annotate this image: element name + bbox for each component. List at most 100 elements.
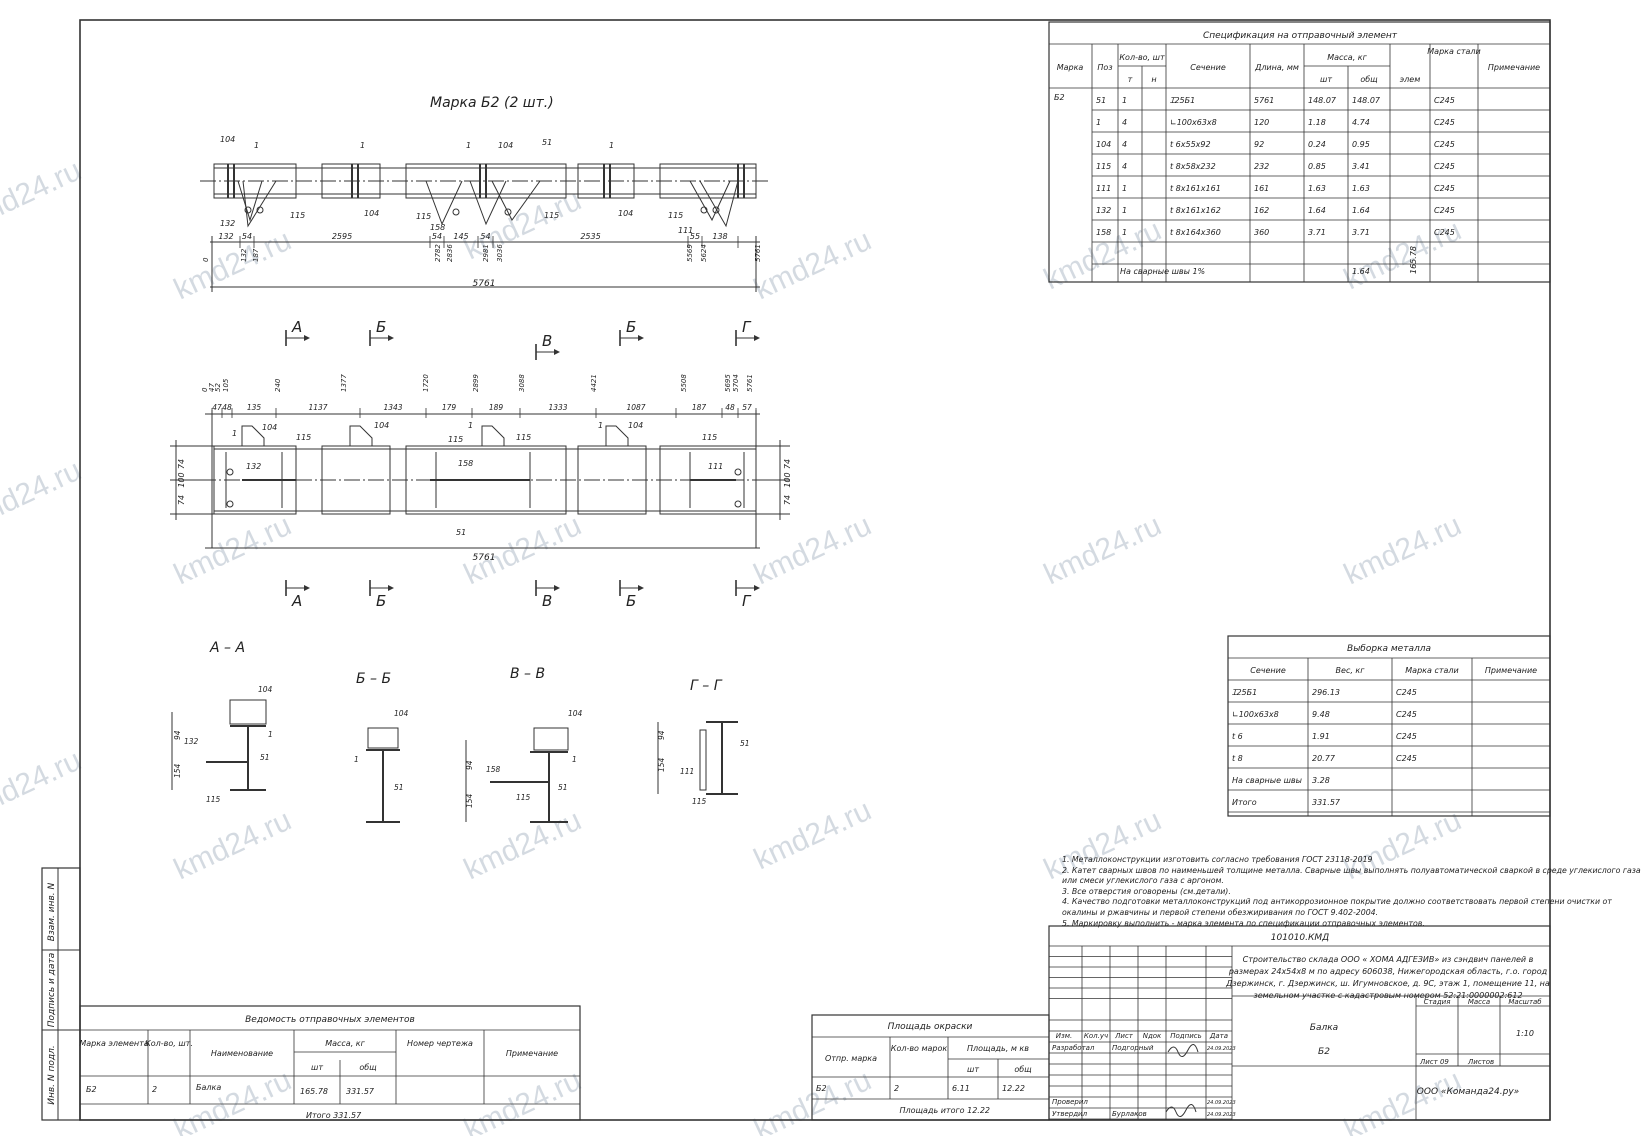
watermark-text: kmd24.ru	[749, 509, 876, 592]
svg-text:158: 158	[458, 459, 473, 468]
cut-label: Б	[376, 592, 386, 610]
metal-sech: ∟100х63х8	[1232, 710, 1279, 719]
metal-sech: Ɪ25Б1	[1232, 688, 1257, 697]
margin-inv: Инв. N подл.	[47, 1045, 57, 1104]
svg-text:104: 104	[394, 709, 409, 718]
svg-text:1: 1	[572, 755, 577, 764]
cut-label: Г	[742, 318, 752, 336]
metal-stal: С245	[1396, 732, 1417, 741]
dim-label: 179	[442, 403, 457, 412]
metal-ves: 3.28	[1312, 776, 1330, 785]
ordinate-label: 47	[208, 383, 216, 392]
ordinate-label: 5695	[724, 374, 732, 392]
svg-text:104: 104	[262, 423, 277, 432]
spec-weld-label: На сварные швы 1%	[1120, 267, 1205, 276]
svg-text:158: 158	[486, 765, 501, 774]
spec-sht: 1.63	[1308, 184, 1326, 193]
svg-text:51: 51	[558, 783, 568, 792]
signature-razrab	[1167, 1044, 1199, 1057]
svg-text:115: 115	[296, 433, 311, 442]
svg-text:111: 111	[680, 767, 694, 776]
svg-text:115: 115	[516, 433, 531, 442]
svg-text:115: 115	[668, 211, 683, 220]
spec-sht: 3.71	[1308, 228, 1326, 237]
note-line: или смеси углекислого газа с аргоном.	[1062, 876, 1224, 886]
stamp-name1: Балка	[1310, 1023, 1338, 1033]
dim-label: 54	[242, 232, 252, 241]
svg-text:115: 115	[544, 211, 559, 220]
cut-label: В	[542, 592, 552, 610]
metal-sech: На сварные швы	[1232, 776, 1302, 785]
cell-text: Кол.уч	[1084, 1032, 1108, 1040]
cell-text: Примечание	[1488, 63, 1540, 72]
cell-text: Изм.	[1056, 1032, 1072, 1040]
cell-text: Б2	[86, 1085, 97, 1094]
spec-obsh: 4.74	[1352, 118, 1370, 127]
svg-text:100: 100	[177, 472, 186, 487]
watermark-text: kmd24.ru	[1339, 214, 1466, 297]
ordinate-label: 5761	[746, 374, 754, 392]
watermark-text: kmd24.ru	[749, 224, 876, 307]
svg-text:74: 74	[783, 459, 792, 469]
watermark-text: kmd24.ru	[0, 454, 86, 537]
beam-plan	[170, 410, 790, 549]
cut-label: А	[291, 318, 302, 336]
cell-text: Марка стали	[1405, 666, 1458, 675]
svg-text:1: 1	[466, 141, 471, 150]
watermark-text: kmd24.ru	[459, 509, 586, 592]
watermark-text: kmd24.ru	[169, 1064, 296, 1136]
dim-label: 54	[432, 232, 442, 241]
cell-text: Длина, мм	[1254, 63, 1299, 72]
metal-sech: t 6	[1232, 732, 1243, 741]
dim-label: 48	[222, 403, 232, 412]
ordinate-label: 3036	[496, 244, 504, 262]
cell-text: общ	[359, 1063, 377, 1072]
note-line: 3. Все отверстия оговорены (см.детали).	[1062, 886, 1231, 896]
svg-text:1: 1	[609, 141, 614, 150]
signature-utverdil	[1165, 1104, 1197, 1117]
plan-total: 5761	[473, 553, 496, 563]
spec-sht: 1.64	[1308, 206, 1326, 215]
cell-text: Бурлаков	[1112, 1110, 1147, 1118]
dim-label: 54	[480, 232, 490, 241]
ordinate-label: 4421	[590, 374, 598, 392]
cell-text: Балка	[196, 1083, 221, 1092]
ordinate-label: 2836	[446, 244, 454, 262]
spec-sech: Ɪ25Б1	[1170, 96, 1195, 105]
vedomost-title: Ведомость отправочных элементов	[245, 1015, 415, 1025]
spec-sht: 0.24	[1308, 140, 1326, 149]
svg-text:1: 1	[598, 421, 603, 430]
cell-text: Дата	[1209, 1032, 1228, 1040]
cell-text: Разработал	[1052, 1044, 1095, 1052]
spec-table: Спецификация на отправочный элементМарка…	[1048, 21, 1551, 283]
spec-dl: 5761	[1254, 96, 1274, 105]
svg-text:115: 115	[416, 212, 431, 221]
ordinate-label: 1720	[422, 374, 430, 392]
dim-label: 1137	[308, 403, 327, 412]
spec-poz: 111	[1096, 184, 1111, 193]
svg-text:104: 104	[618, 209, 633, 218]
svg-text:Б – Б: Б – Б	[356, 671, 391, 687]
ordinate-label: 5761	[754, 244, 762, 262]
spec-stal: С245	[1434, 228, 1455, 237]
drawing-sheet: kmd24.ru kmd24.ru kmd24.ru kmd24.ru kmd24.ru…	[0, 19, 1641, 1136]
stamp-project-line: Строительство склада ООО « ХОМА АДГЕЗИВ»…	[1243, 955, 1534, 964]
spec-kol: 1	[1122, 184, 1127, 193]
svg-text:Г – Г: Г – Г	[690, 678, 723, 694]
svg-text:104: 104	[498, 141, 513, 150]
dim-label: 57	[742, 403, 752, 412]
svg-text:51: 51	[394, 783, 404, 792]
note-line: 2. Катет сварных швов по наименьшей толщ…	[1062, 865, 1641, 875]
svg-text:115: 115	[206, 795, 221, 804]
watermark-text: kmd24.ru	[1039, 509, 1166, 592]
spec-obsh: 148.07	[1352, 96, 1381, 105]
svg-text:104: 104	[364, 209, 379, 218]
svg-text:115: 115	[692, 797, 707, 806]
svg-text:А – А: А – А	[209, 640, 245, 656]
cell-text: Подпись	[1170, 1032, 1202, 1040]
svg-text:115: 115	[702, 433, 717, 442]
svg-text:132: 132	[184, 737, 199, 746]
dim-label: 55	[690, 232, 700, 241]
